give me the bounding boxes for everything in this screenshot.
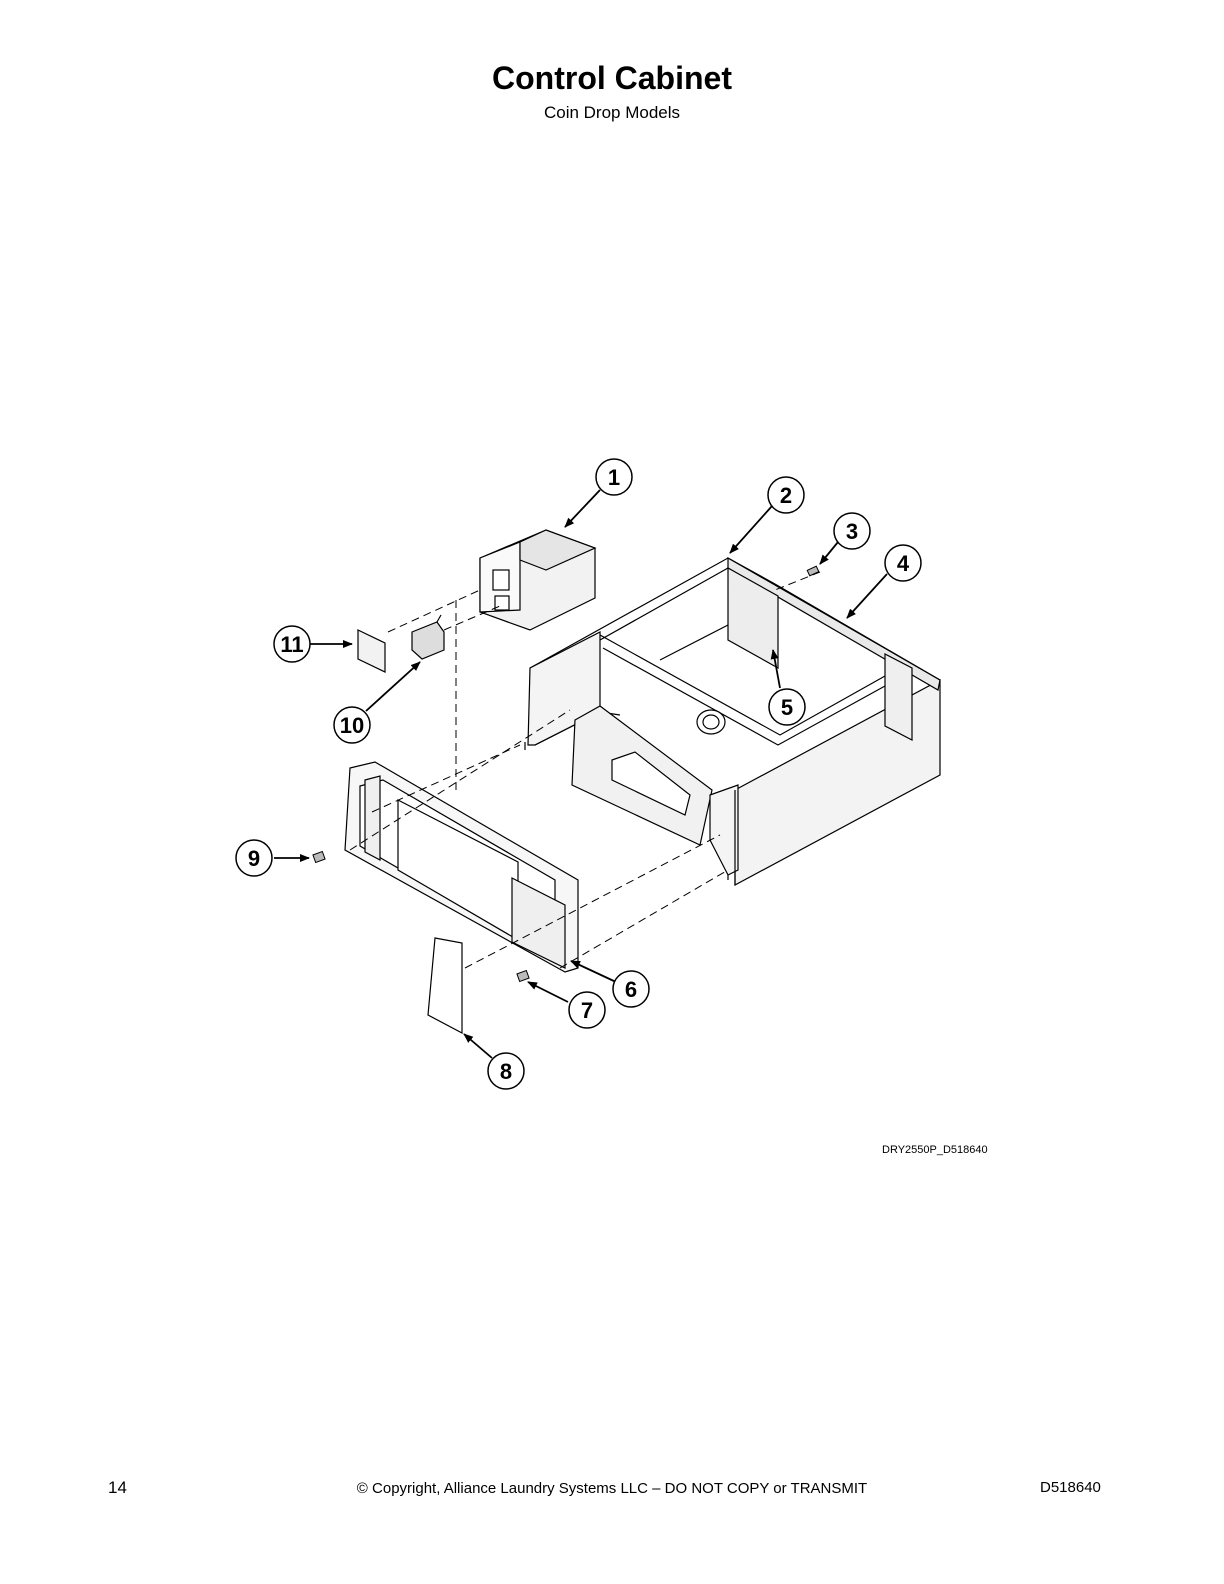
callout-6: 6 xyxy=(612,970,650,1008)
svg-text:5: 5 xyxy=(781,695,793,720)
callout-2: 2 xyxy=(767,476,805,514)
svg-text:3: 3 xyxy=(846,519,858,544)
svg-text:11: 11 xyxy=(280,632,303,657)
label-card xyxy=(427,937,463,1034)
document-number: D518640 xyxy=(1040,1479,1101,1496)
page-subtitle: Coin Drop Models xyxy=(543,103,681,122)
callouts: 1 2 3 4 5 6 7 8 9 10 11 xyxy=(235,458,922,1090)
page-title: Control Cabinet xyxy=(492,60,732,96)
callout-8: 8 xyxy=(487,1052,525,1090)
alignment-lines xyxy=(349,571,821,969)
leader-lines xyxy=(274,489,888,1059)
svg-text:2: 2 xyxy=(780,483,792,508)
cabinet-body xyxy=(524,556,941,887)
drawing-id: DRY2550P_D518640 xyxy=(882,1144,988,1156)
callout-11: 11 xyxy=(273,625,311,663)
coin-switch xyxy=(411,621,445,660)
coin-drop-assembly xyxy=(479,529,597,631)
svg-text:9: 9 xyxy=(248,846,260,871)
callout-10: 10 xyxy=(333,706,371,744)
copyright-notice: © Copyright, Alliance Laundry Systems LL… xyxy=(356,1480,868,1497)
svg-text:8: 8 xyxy=(500,1059,512,1084)
svg-text:1: 1 xyxy=(608,465,620,490)
svg-text:7: 7 xyxy=(581,998,593,1023)
callout-9: 9 xyxy=(235,839,273,877)
callout-1: 1 xyxy=(595,458,633,496)
callout-3: 3 xyxy=(833,512,871,550)
svg-text:6: 6 xyxy=(625,977,637,1002)
callout-4: 4 xyxy=(884,544,922,582)
coin-plate xyxy=(357,629,386,673)
callout-7: 7 xyxy=(568,991,606,1029)
small-parts xyxy=(357,614,445,673)
svg-text:10: 10 xyxy=(340,713,364,738)
callout-5: 5 xyxy=(768,688,806,726)
front-frame xyxy=(344,761,579,973)
svg-text:4: 4 xyxy=(897,551,910,576)
screws xyxy=(312,565,820,983)
page-number: 14 xyxy=(108,1478,127,1497)
